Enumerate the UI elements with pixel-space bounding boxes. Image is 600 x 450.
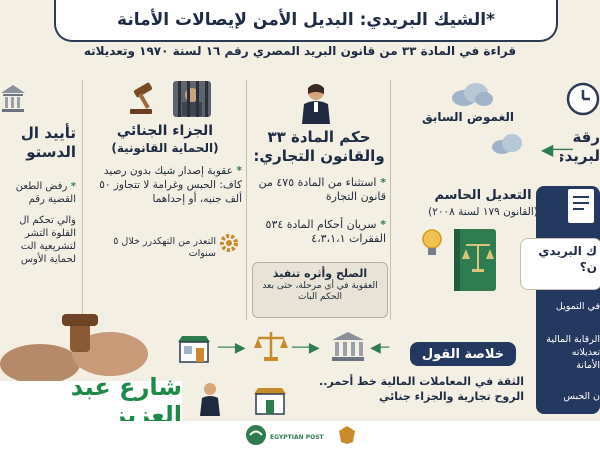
conclusion-text: الثقة في المعاملات المالية خط أحمر.. الر… — [319, 375, 524, 403]
hands-illustration — [0, 304, 150, 384]
postal-check-card-title: ك البريدي ن؟ — [520, 238, 600, 290]
prison-icon — [172, 80, 212, 118]
judge-icon — [196, 380, 224, 416]
gear-icon — [218, 232, 240, 254]
clock-icon — [566, 82, 600, 116]
gavel-icon — [128, 80, 164, 116]
cloud-icon — [448, 80, 494, 108]
conclusion-label: خلاصة القول — [410, 342, 516, 366]
article-bullet-2: * سريان أحكام المادة ٥٣٤ الفقرات ٤،٣،١،١ — [265, 218, 386, 245]
arrow-left-icon: ◀── — [541, 140, 573, 159]
article-heading: حكم المادة ٣٣ والقانون التجاري: — [253, 128, 385, 165]
postal-check-items: في التمويل الرقابة المالية تعديلاته الأم… — [546, 301, 600, 402]
history-item-2-title: التعديل الحاسم — [434, 188, 532, 203]
arrow-right-icon: ──▶ — [292, 340, 320, 356]
history-item-2-sub: (القانون ١٧٩ لسنة ٢٠٠٨) — [428, 206, 538, 218]
cloud-icon — [488, 132, 528, 156]
page-subtitle: قراءة في المادة ٣٣ من قانون البريد المصر… — [83, 44, 517, 58]
state-emblem-icon — [336, 424, 358, 446]
courthouse-icon — [0, 82, 26, 114]
footer-logo-text: EGYPTIAN POST — [270, 434, 324, 441]
arrow-right-icon: ──▶ — [218, 340, 246, 356]
divider — [82, 80, 83, 320]
divider — [390, 80, 391, 320]
penalty-bullet-1: * عقوبة إصدار شيك بدون رصيد كاف: الحبس و… — [99, 165, 242, 205]
shop-icon — [176, 334, 212, 364]
farleft-bullets: * رفض الطعن القضية رقم والي تحكم ال القل… — [15, 181, 76, 265]
egypt-post-logo-icon — [244, 424, 268, 446]
postal-check-card — [536, 186, 600, 414]
arrow-left-icon: ◀─ — [370, 340, 390, 356]
history-item-1: الغموض السابق — [422, 110, 514, 124]
lightbulb-icon — [420, 226, 444, 260]
penalty-bullet-2: التعدر من التهكدرر خلال ٥ سنوات — [113, 236, 216, 259]
brand-banner: شارع عبد العزيز — [0, 373, 182, 429]
bank-icon — [330, 330, 366, 362]
footer — [0, 421, 600, 450]
scales-icon — [254, 330, 288, 362]
farright-heading: رقة لبريدي — [560, 128, 600, 165]
page-title: *الشيك البريدي: البديل الأمن لإيصالات ال… — [54, 0, 558, 42]
shop-icon — [252, 386, 288, 416]
farleft-heading: تأييد ال الدستو — [20, 124, 76, 161]
penalty-subheading: (الحماية القانونية) — [111, 141, 219, 155]
settlement-note: الصلح وأثره تنفيذ العقوبة في أي مرحلة، ح… — [252, 262, 388, 318]
penalty-heading: الجزاء الجنائي — [116, 123, 214, 139]
article-bullet-1: * استثناء من المادة ٤٧٥ من قانون التجارة — [258, 176, 386, 203]
law-book-icon — [452, 226, 500, 296]
judge-icon — [296, 80, 336, 124]
divider — [246, 80, 247, 320]
document-icon — [564, 186, 598, 226]
